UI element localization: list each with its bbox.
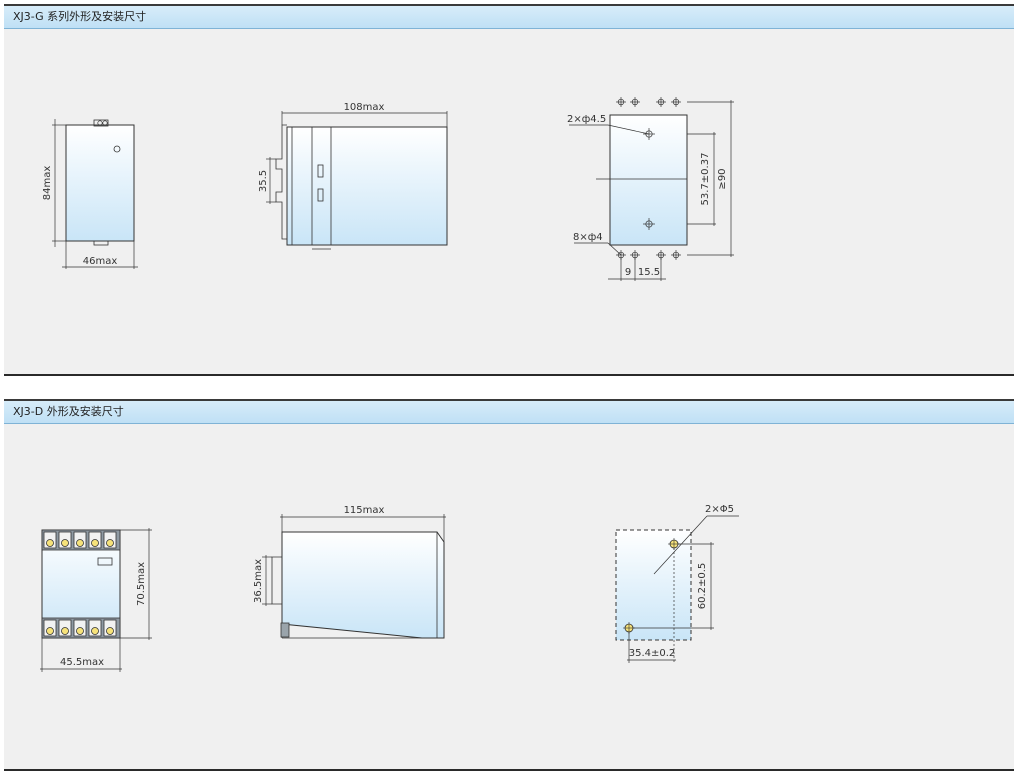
panel-body: 70.5max 45.5max 11	[4, 424, 1014, 772]
holes-top-label: 2×ф4.5	[567, 114, 606, 125]
side-body	[281, 531, 445, 639]
drawing-xj3-g: 84max 46max 108max	[42, 97, 734, 281]
mounting-view: 2×Φ5 60.2±0.5 35.4±0.2	[615, 504, 739, 663]
side-body	[286, 126, 448, 246]
front-height-label: 70.5max	[136, 562, 147, 606]
side-length-label: 115max	[344, 505, 385, 516]
holes-bottom-label: 8×ф4	[573, 232, 603, 243]
panel-body: 84max 46max 108max	[4, 29, 1014, 377]
mounting-view: 2×ф4.5 8×ф4 53.7±0.37 ≥90 9 15.5	[567, 97, 734, 281]
label-window	[97, 557, 113, 566]
mounting-body	[615, 529, 692, 641]
front-width-label: 45.5max	[60, 657, 104, 668]
side-rail-label: 35.5	[258, 170, 269, 192]
panel-title: XJ3-D 外形及安装尺寸	[4, 401, 1014, 424]
panel-xj3-d: XJ3-D 外形及安装尺寸	[4, 399, 1014, 771]
pitch-large-label: 15.5	[638, 267, 660, 278]
panel-xj3-g: XJ3-G 系列外形及安装尺寸 84max	[4, 4, 1014, 376]
front-body	[65, 124, 135, 242]
pitch-horizontal-label: 35.4±0.2	[629, 648, 676, 659]
side-view: 108max 35.5	[258, 102, 448, 250]
holes-label: 2×Φ5	[705, 504, 734, 515]
side-length-label: 108max	[344, 102, 385, 113]
front-view: 84max 46max	[42, 119, 138, 269]
drawing-xj3-d: 70.5max 45.5max 11	[40, 504, 739, 672]
pitch-vertical-label: 53.7±0.37	[700, 153, 711, 206]
side-view: 115max 36.5max	[253, 505, 446, 639]
side-rail-label: 36.5max	[253, 559, 264, 603]
pitch-small-label: 9	[625, 267, 631, 278]
pitch-vertical-label: 60.2±0.5	[697, 563, 708, 610]
front-view: 70.5max 45.5max	[40, 528, 152, 672]
indicator-circle	[113, 145, 121, 153]
panel-title: XJ3-G 系列外形及安装尺寸	[4, 6, 1014, 29]
overall-height-label: ≥90	[717, 168, 728, 189]
front-height-label: 84max	[42, 166, 53, 201]
front-width-label: 46max	[83, 256, 118, 267]
mounting-body	[609, 114, 688, 246]
